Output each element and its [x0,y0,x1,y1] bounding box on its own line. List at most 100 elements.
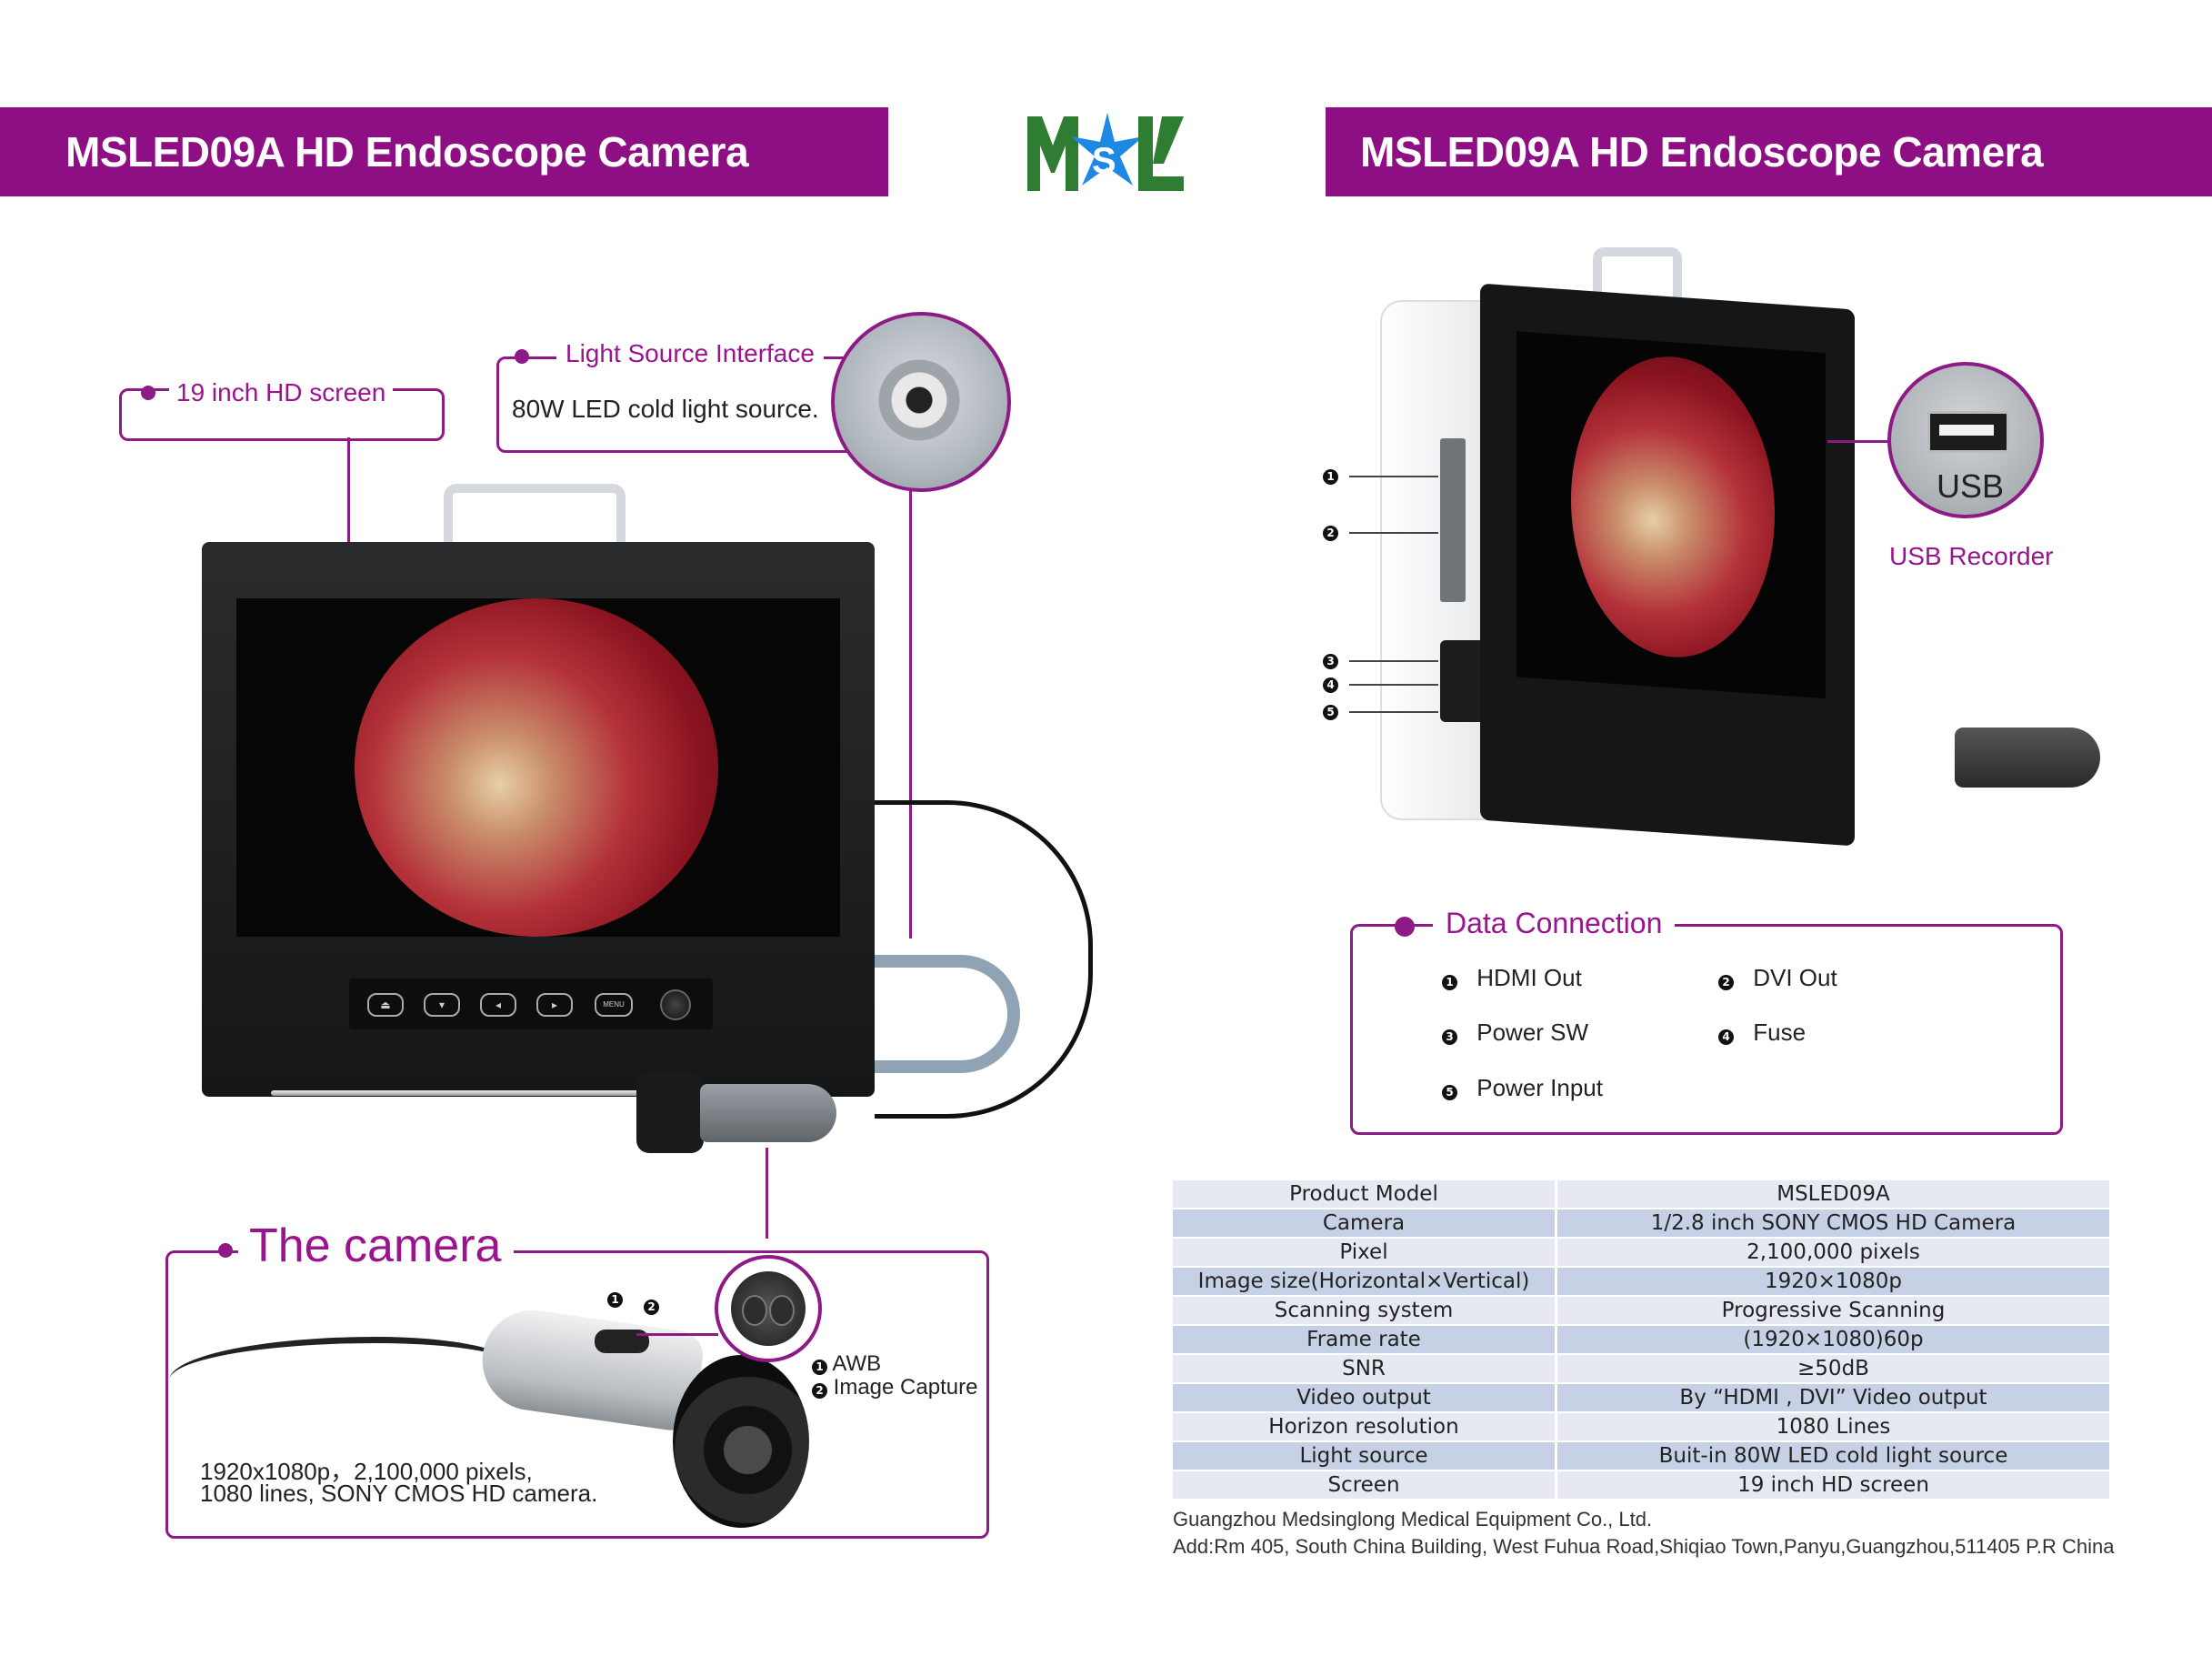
monitor-btn-4[interactable]: ▸ [536,993,573,1017]
light-port-image [831,312,1011,492]
spec-key: Scanning system [1173,1296,1557,1326]
spec-key: Product Model [1173,1180,1557,1209]
port-marker-3: 3 [1323,653,1338,669]
right-scope [1955,728,2100,788]
camera-button-line [636,1333,718,1336]
screen-callout-label: 19 inch HD screen [169,378,394,407]
light-source-dot [515,349,529,364]
spec-value: By “HDMI , DVI” Video output [1556,1383,2109,1413]
spec-value: 1/2.8 inch SONY CMOS HD Camera [1556,1209,2109,1239]
capture-button-icon [769,1295,795,1326]
table-row: SNR≥50dB [1173,1354,2109,1384]
camera-button-closeup[interactable] [731,1271,806,1346]
camera-button-capture: 2 Image Capture [812,1375,977,1400]
camera-coupler [673,1355,809,1528]
monitor-btn-3[interactable]: ◂ [480,993,516,1017]
monitor-screen [236,598,840,937]
data-item-5-label: Power Input [1476,1074,1603,1101]
awb-label: AWB [832,1351,882,1376]
port-leader-5 [1349,711,1438,713]
spec-key: Camera [1173,1209,1557,1239]
camera-num-2-badge: 2 [644,1300,659,1315]
awb-num: 1 [812,1360,827,1375]
camera-button-awb: 1 AWB [812,1351,881,1377]
svg-text:S: S [1092,141,1116,181]
right-monitor-screen [1516,331,1826,699]
endoscope-image [355,598,718,937]
data-item-4-num: 4 [1718,1029,1734,1045]
monitor-btn-menu[interactable]: MENU [595,993,633,1017]
camera-num-2: 2 [644,1299,659,1315]
monitor-body: ⏏ ▾ ◂ ▸ MENU [202,542,875,1097]
spec-key: Image size(Horizontal×Vertical) [1173,1267,1557,1297]
data-item-1-label: HDMI Out [1476,964,1582,991]
monitor-btn-menu-label: MENU [603,1000,625,1009]
spec-value: 1920×1080p [1556,1267,2109,1297]
footer-address: Add:Rm 405, South China Building, West F… [1173,1535,2115,1558]
data-item-3: 3 Power SW [1442,1019,1588,1047]
video-cable [875,800,1093,1119]
spec-value: 1080 Lines [1556,1412,2109,1442]
camera-head-left [636,1071,704,1153]
port-leader-2 [1349,532,1438,534]
camera-num-1-badge: 1 [607,1292,623,1308]
port-marker-2: 2 [1323,525,1338,541]
port-leader-3 [1349,660,1438,662]
usb-port-icon [1927,411,2009,453]
right-banner: MSLED09A HD Endoscope Camera [1326,107,2212,196]
camera-num-1: 1 [607,1291,623,1308]
spec-key: Horizon resolution [1173,1412,1557,1442]
camera-desc-line2: 1080 lines, SONY CMOS HD camera. [200,1480,598,1507]
data-connection-dot [1395,917,1415,937]
table-row: Frame rate(1920×1080)60p [1173,1325,2109,1355]
spec-value: (1920×1080)60p [1556,1325,2109,1355]
light-source-line [909,488,912,938]
company-logo: S [1026,109,1186,196]
port-marker-3-badge: 3 [1323,654,1338,669]
data-item-3-label: Power SW [1476,1019,1589,1046]
data-item-2-num: 2 [1718,975,1734,990]
port-leader-4 [1349,684,1438,686]
data-connection-title: Data Connection [1433,907,1676,940]
monitor-handle [444,484,626,547]
data-item-5: 5 Power Input [1442,1074,1603,1102]
data-item-1: 1 HDMI Out [1442,964,1582,992]
screen-callout-dot [141,386,155,400]
right-monitor-handle [1593,247,1682,304]
right-endoscope-image [1571,349,1775,665]
usb-callout-line [1827,440,1898,443]
port-marker-4-badge: 4 [1323,677,1338,693]
port-marker-2-badge: 2 [1323,526,1338,541]
data-connection-box [1350,924,2063,1135]
monitor-btn-2[interactable]: ▾ [424,993,460,1017]
capture-label: Image Capture [833,1375,978,1400]
data-item-2: 2 DVI Out [1718,964,1837,992]
monitor-knob[interactable] [660,989,691,1020]
usb-zoom: USB [1887,362,2044,518]
data-item-2-label: DVI Out [1753,964,1837,991]
monitor-btn-1[interactable]: ⏏ [367,993,404,1017]
spec-value: Progressive Scanning [1556,1296,2109,1326]
port-marker-4: 4 [1323,677,1338,693]
port-leader-1 [1349,476,1438,477]
spec-key: Light source [1173,1441,1557,1471]
light-source-title: Light Source Interface [556,339,824,368]
spec-key: SNR [1173,1354,1557,1384]
awb-button-icon [742,1295,767,1326]
port-marker-5-badge: 5 [1323,705,1338,720]
camera-handle-left [700,1084,836,1142]
spec-key: Screen [1173,1470,1557,1500]
endoscope-rod [271,1090,653,1096]
data-item-4-label: Fuse [1753,1019,1807,1046]
camera-title: The camera [238,1219,515,1273]
footer-company: Guangzhou Medsinglong Medical Equipment … [1173,1508,1653,1530]
monitor-button-panel: ⏏ ▾ ◂ ▸ MENU [349,979,713,1029]
monitor-btn-4-label: ▸ [551,999,558,1011]
spec-value: ≥50dB [1556,1354,2109,1384]
